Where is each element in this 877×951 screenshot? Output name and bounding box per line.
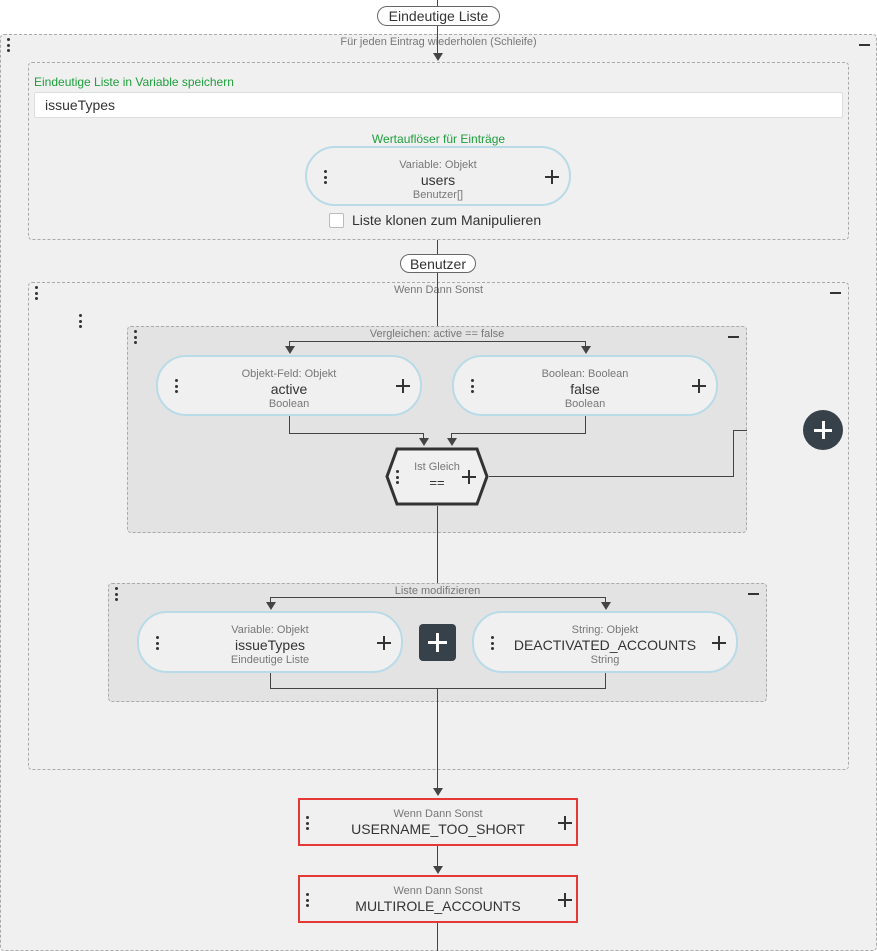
store-variable-value: issueTypes <box>45 97 116 113</box>
loop-collapse-icon[interactable] <box>859 44 870 46</box>
node-value: issueTypes <box>234 637 306 653</box>
node-value: MULTIROLE_ACCOUNTS <box>355 898 521 914</box>
store-variable-input[interactable]: issueTypes <box>34 92 843 118</box>
add-icon[interactable] <box>558 816 572 830</box>
node-subtype: Benutzer[] <box>412 189 464 201</box>
modify-title: Liste modifizieren <box>394 585 481 597</box>
resolver-node[interactable]: Variable: Objekt users Benutzer[] <box>305 146 571 206</box>
node-type: Wenn Dann Sonst <box>393 885 483 897</box>
compare-collapse-icon[interactable] <box>728 336 739 338</box>
compare-title: Vergleichen: active == false <box>369 328 505 340</box>
resolver-label: Wertauflöser für Einträge <box>371 132 506 146</box>
node-type: String: Objekt <box>571 624 639 636</box>
node-value: active <box>270 381 308 397</box>
node-type: Objekt-Feld: Objekt <box>241 368 337 380</box>
compare-left-node[interactable]: Objekt-Feld: Objekt active Boolean <box>156 355 422 416</box>
add-branch-button[interactable] <box>803 410 843 450</box>
compare-right-node[interactable]: Boolean: Boolean false Boolean <box>452 355 718 416</box>
node-value: USERNAME_TOO_SHORT <box>351 821 525 837</box>
add-icon[interactable] <box>396 379 410 393</box>
node-type: Boolean: Boolean <box>541 368 629 380</box>
node-menu-icon[interactable] <box>322 170 328 184</box>
if-menu-icon[interactable] <box>33 286 39 300</box>
modify-menu-icon[interactable] <box>113 587 119 601</box>
add-icon[interactable] <box>712 636 726 650</box>
node-subtype: Boolean <box>268 398 310 410</box>
modify-collapse-icon[interactable] <box>748 593 759 595</box>
operator-menu-icon[interactable] <box>394 470 400 484</box>
node-value: users <box>420 172 456 188</box>
add-icon[interactable] <box>558 893 572 907</box>
node-subtype: Eindeutige Liste <box>230 654 310 666</box>
add-icon[interactable] <box>692 379 706 393</box>
branch-menu-icon[interactable] <box>77 314 83 328</box>
node-menu-icon[interactable] <box>304 816 310 830</box>
loop-menu-icon[interactable] <box>5 38 11 52</box>
add-icon[interactable] <box>377 636 391 650</box>
node-value: false <box>570 381 600 397</box>
node-type: Variable: Objekt <box>231 624 309 636</box>
equals-operator-node[interactable] <box>385 447 489 506</box>
clone-label: Liste klonen zum Manipulieren <box>352 212 542 228</box>
node-subtype: String <box>590 654 620 666</box>
add-icon[interactable] <box>545 170 559 184</box>
modify-left-node[interactable]: Variable: Objekt issueTypes Eindeutige L… <box>137 611 403 673</box>
node-subtype: Boolean <box>564 398 606 410</box>
list-output-pill: Eindeutige Liste <box>377 6 500 26</box>
operator-type: Ist Gleich <box>414 461 460 473</box>
operator-add-icon[interactable] <box>462 470 476 484</box>
compare-menu-icon[interactable] <box>132 330 138 344</box>
modify-right-node[interactable]: String: Objekt DEACTIVATED_ACCOUNTS Stri… <box>472 611 738 673</box>
node-value: DEACTIVATED_ACCOUNTS <box>513 637 697 653</box>
username-too-short-node[interactable]: Wenn Dann Sonst USERNAME_TOO_SHORT <box>298 798 578 846</box>
multirole-accounts-node[interactable]: Wenn Dann Sonst MULTIROLE_ACCOUNTS <box>298 875 578 923</box>
node-menu-icon[interactable] <box>469 379 475 393</box>
modify-add-button[interactable] <box>419 624 456 661</box>
node-menu-icon[interactable] <box>173 379 179 393</box>
node-menu-icon[interactable] <box>304 893 310 907</box>
node-type: Variable: Objekt <box>399 159 477 171</box>
if-then-else-title: Wenn Dann Sonst <box>393 284 484 296</box>
node-type: Wenn Dann Sonst <box>393 808 483 820</box>
loop-title: Für jeden Eintrag wiederholen (Schleife) <box>340 36 537 48</box>
item-pill: Benutzer <box>400 254 476 273</box>
clone-checkbox[interactable] <box>329 213 344 228</box>
if-collapse-icon[interactable] <box>830 292 841 294</box>
store-variable-label: Eindeutige Liste in Variable speichern <box>34 75 234 89</box>
operator-symbol: == <box>429 475 445 490</box>
node-menu-icon[interactable] <box>154 636 160 650</box>
node-menu-icon[interactable] <box>489 636 495 650</box>
